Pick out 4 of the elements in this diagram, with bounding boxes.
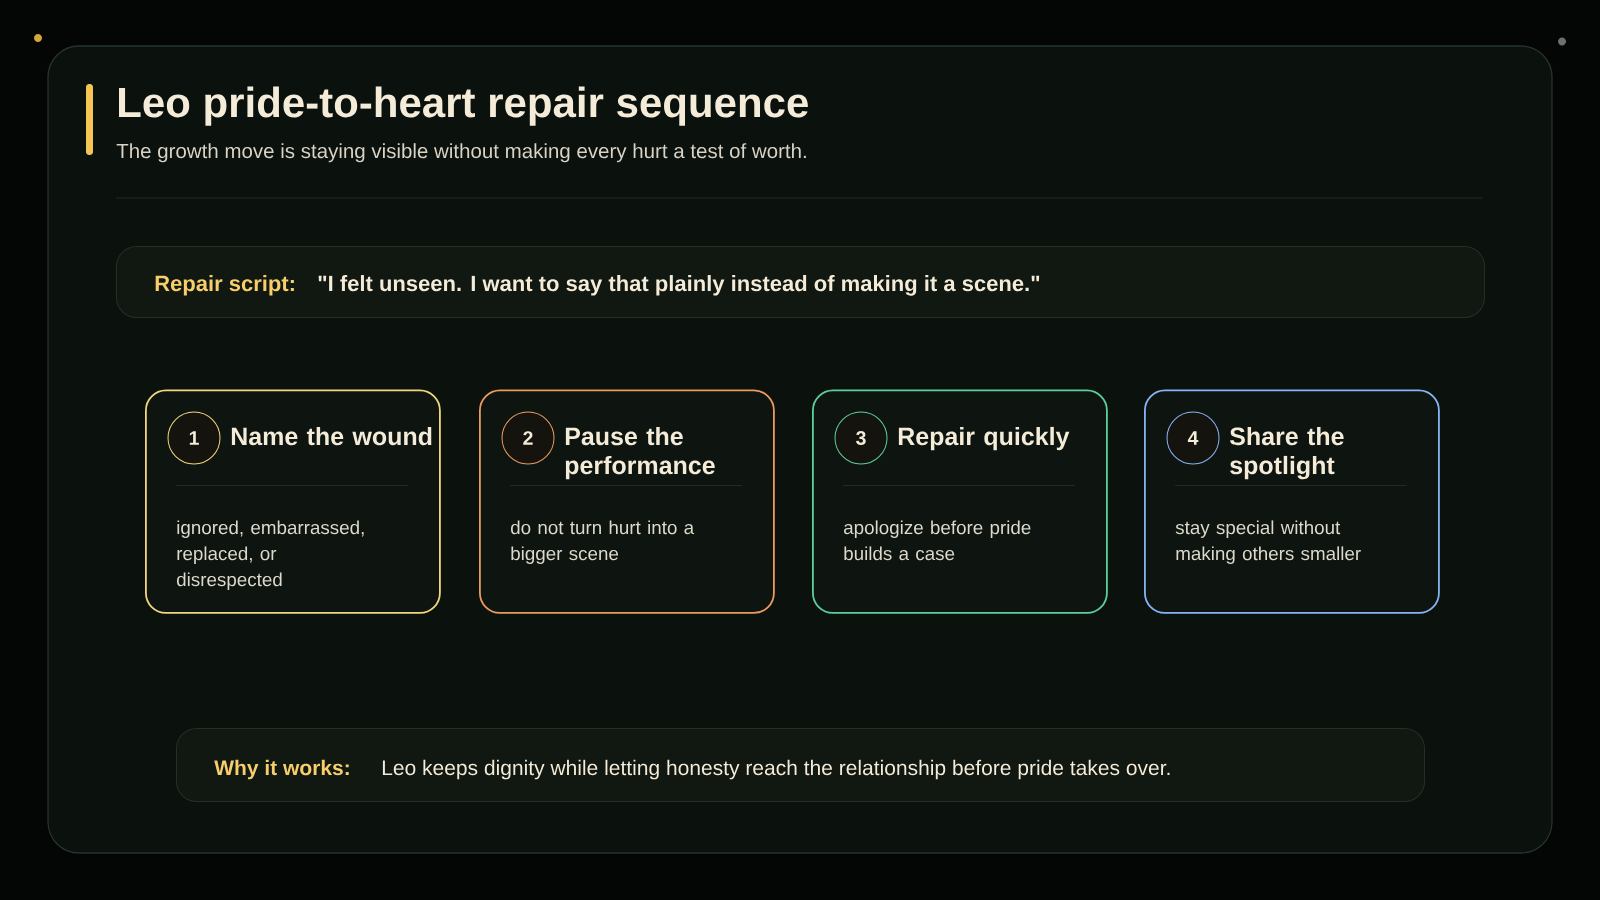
note-box: Why it works: Leo keeps dignity while letting honesty reach the relationship before pride takes over. — [176, 728, 1425, 802]
subtitle: The growth move is staying visible without making every hurt a test of worth. — [116, 143, 806, 163]
note-box: Repair script: "I felt unseen. I want to say that plainly instead of making it a scene." — [116, 246, 1485, 318]
title: Leo pride-to-heart repair sequence — [119, 86, 808, 126]
